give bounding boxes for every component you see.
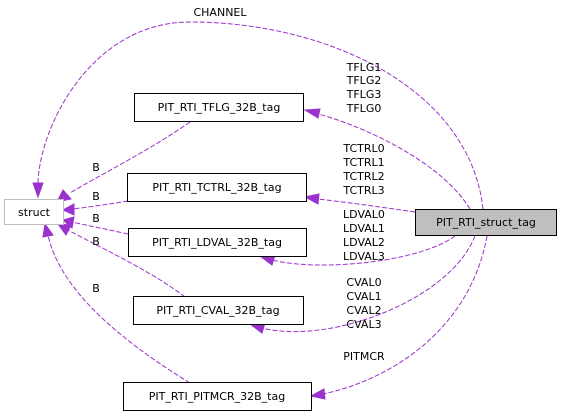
node-pitmcr-label: PIT_RTI_PITMCR_32B_tag: [149, 390, 285, 403]
label-cval-1: CVAL1: [346, 290, 381, 303]
node-tflg-label: PIT_RTI_TFLG_32B_tag: [158, 101, 281, 114]
node-ldval-box: [128, 228, 307, 257]
label-tctrl-3: TCTRL3: [342, 184, 384, 197]
edge-b-pitmcr: [47, 234, 191, 384]
label-pitmcr: PITMCR: [343, 350, 385, 363]
label-tflg-1: TFLG1: [346, 61, 382, 74]
node-main-box: [415, 209, 557, 236]
node-struct-box: [4, 199, 64, 225]
edge-cval: [261, 235, 476, 332]
node-cval-box: [133, 296, 304, 325]
label-cval-3: CVAL3: [346, 318, 381, 331]
label-channel: CHANNEL: [193, 6, 247, 19]
edge-channel-arrowhead: [32, 182, 44, 199]
edge-b-cval-arrowhead: [56, 223, 72, 236]
label-ldval-2: LDVAL2: [343, 236, 385, 249]
edge-b-cval: [67, 229, 186, 298]
label-b-tctrl: B: [92, 190, 100, 203]
label-ldval-1: LDVAL1: [343, 222, 385, 235]
node-main[interactable]: PIT_RTI_struct_tag: [415, 209, 557, 236]
label-tctrl-2: TCTRL2: [342, 170, 384, 183]
edge-pitmcr-arrowhead: [309, 388, 326, 400]
label-group-cval: CVAL0 CVAL1 CVAL2 CVAL3: [346, 276, 381, 331]
node-pitmcr-box: [123, 382, 312, 411]
node-struct[interactable]: struct: [4, 199, 64, 225]
edge-tflg: [317, 113, 471, 210]
edge-b-tctrl-arrowhead: [61, 203, 75, 216]
edge-b-tctrl: [71, 200, 129, 210]
label-cval-0: CVAL0: [346, 276, 381, 289]
node-cval-label: PIT_RTI_CVAL_32B_tag: [156, 304, 279, 317]
label-tctrl-0: TCTRL0: [342, 142, 384, 155]
label-b-cval: B: [92, 235, 100, 248]
node-struct-label: struct: [18, 206, 51, 219]
label-b-pitmcr: B: [92, 282, 100, 295]
label-group-ldval: LDVAL0 LDVAL1 LDVAL2 LDVAL3: [343, 208, 385, 263]
edge-b-pitmcr-arrowhead: [42, 222, 54, 238]
node-cval[interactable]: PIT_RTI_CVAL_32B_tag: [133, 296, 304, 325]
edge-tctrl: [317, 198, 416, 213]
node-pitmcr[interactable]: PIT_RTI_PITMCR_32B_tag: [123, 382, 312, 411]
label-b-tflg: B: [92, 161, 100, 174]
label-ldval-3: LDVAL3: [343, 250, 385, 263]
edge-b-ldval: [71, 221, 129, 235]
label-tctrl-1: TCTRL1: [342, 156, 384, 169]
node-tctrl-label: PIT_RTI_TCTRL_32B_tag: [152, 181, 281, 194]
node-tflg-box: [134, 93, 304, 122]
node-ldval[interactable]: PIT_RTI_LDVAL_32B_tag: [128, 228, 307, 257]
node-main-label: PIT_RTI_struct_tag: [436, 216, 536, 229]
edge-b-tflg: [69, 121, 191, 194]
node-tflg[interactable]: PIT_RTI_TFLG_32B_tag: [134, 93, 304, 122]
edge-tflg-arrowhead: [303, 108, 321, 119]
label-tflg-0: TFLG0: [346, 102, 382, 115]
label-group-tctrl: TCTRL0 TCTRL1 TCTRL2 TCTRL3: [342, 142, 384, 197]
label-group-tflg: TFLG1 TFLG2 TFLG3 TFLG0: [346, 61, 382, 115]
label-b-ldval: B: [92, 212, 100, 225]
edge-pitmcr: [322, 235, 488, 395]
label-cval-2: CVAL2: [346, 304, 381, 317]
label-tflg-2: TFLG2: [346, 74, 382, 87]
node-tctrl[interactable]: PIT_RTI_TCTRL_32B_tag: [127, 173, 307, 202]
label-tflg-3: TFLG3: [346, 88, 382, 101]
node-tctrl-box: [127, 173, 307, 202]
edge-channel: [37, 21, 484, 210]
edge-tctrl-arrowhead: [303, 193, 320, 205]
node-ldval-label: PIT_RTI_LDVAL_32B_tag: [152, 236, 282, 249]
label-ldval-0: LDVAL0: [343, 208, 385, 221]
edge-ldval: [271, 235, 456, 266]
